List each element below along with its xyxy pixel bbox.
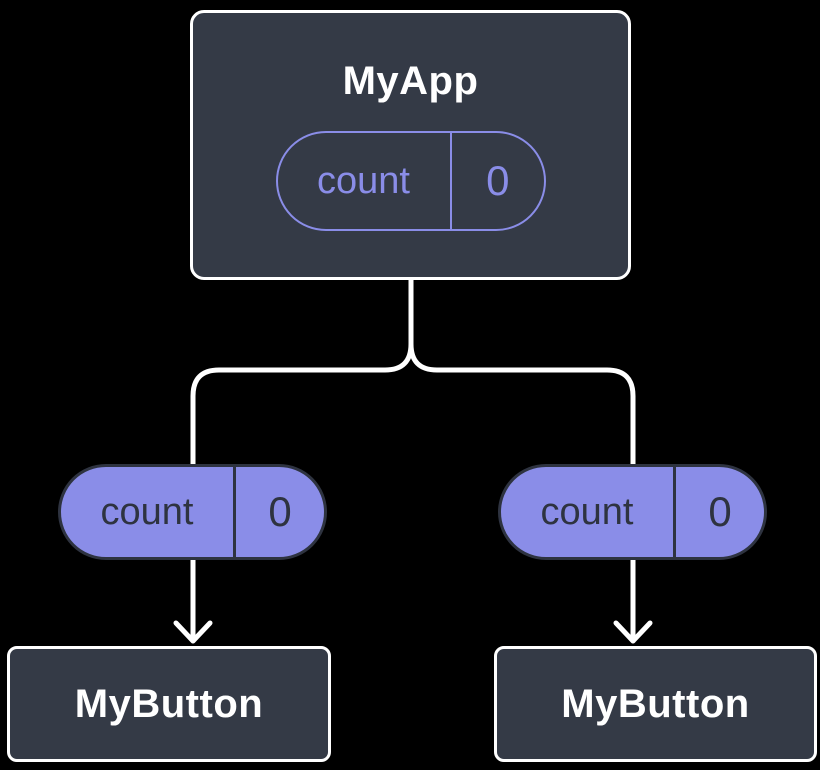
leaf-node-title: MyButton <box>74 682 264 726</box>
root-node-title: MyApp <box>342 59 479 103</box>
prop-pill-divider <box>673 467 676 557</box>
prop-pill-label: count <box>100 490 194 533</box>
leaf-node-title: MyButton <box>561 682 750 726</box>
state-pill: count 0 <box>275 131 546 231</box>
connector-left-branch <box>190 273 414 641</box>
arrowhead-left-icon <box>173 620 213 644</box>
prop-pill-right: count 0 <box>498 464 767 560</box>
connector-right-branch <box>408 273 636 641</box>
prop-pill-divider <box>233 467 236 557</box>
leaf-node-mybutton-left: MyButton <box>7 646 331 762</box>
prop-pill-label: count <box>540 490 634 533</box>
leaf-node-mybutton-right: MyButton <box>494 646 817 762</box>
prop-pill-left: count 0 <box>58 464 327 560</box>
prop-pill-value: 0 <box>268 488 292 535</box>
state-pill-value: 0 <box>486 157 510 204</box>
prop-pill-value: 0 <box>708 488 732 535</box>
state-pill-label: count <box>317 159 410 202</box>
arrowhead-right-icon <box>613 620 653 644</box>
state-pill-divider <box>449 133 452 229</box>
root-node-myapp: MyApp count 0 <box>190 10 631 280</box>
